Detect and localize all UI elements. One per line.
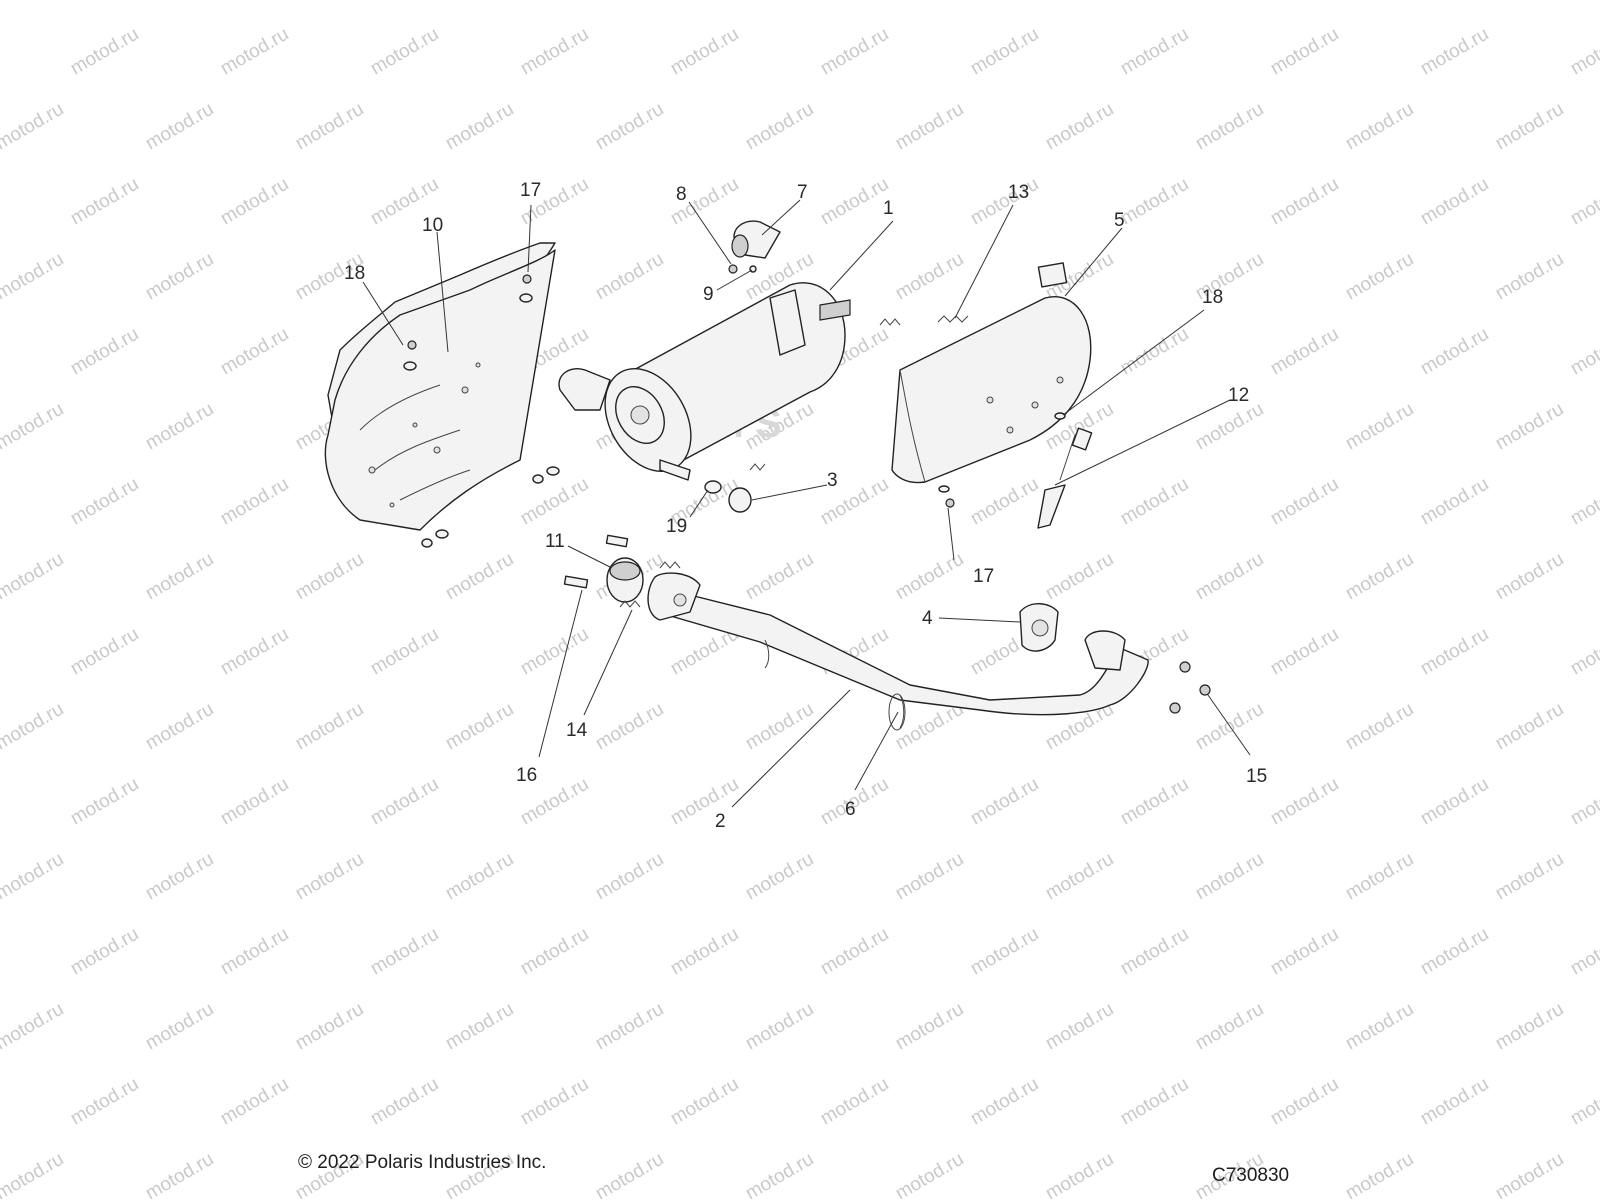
gasket-4	[1019, 603, 1059, 652]
callout-16: 16	[516, 765, 537, 786]
callout-11: 11	[545, 531, 565, 552]
callout-18-right: 18	[1202, 287, 1223, 308]
callout-2: 2	[715, 811, 726, 832]
nuts-shield	[421, 466, 560, 548]
callout-6: 6	[845, 799, 856, 820]
oxygen-sensor	[1037, 427, 1093, 529]
exhaust-pipe	[647, 572, 1149, 729]
callout-8: 8	[676, 184, 687, 205]
muffler	[558, 282, 851, 481]
bolt-8	[728, 264, 738, 274]
spring-13	[937, 315, 969, 323]
nut-17b	[938, 485, 955, 508]
callout-4: 4	[922, 608, 933, 629]
bolt-11	[605, 534, 629, 548]
tailpipe-tip	[731, 220, 781, 259]
nut-18a	[403, 340, 417, 371]
callout-5: 5	[1114, 210, 1125, 231]
callouts: 1 2 3 4 5 6 7 8 9 10 11 12 13 14 15 16 1…	[344, 180, 1267, 832]
callout-17-top: 17	[520, 180, 541, 201]
callout-3: 3	[827, 470, 838, 491]
callout-18-left: 18	[344, 263, 365, 284]
nut-17a	[519, 274, 533, 303]
callout-14: 14	[566, 720, 588, 741]
callout-13: 13	[1008, 182, 1029, 203]
callout-9: 9	[703, 284, 714, 305]
heat-shield-right	[891, 262, 1092, 484]
grommet-3	[728, 487, 752, 513]
copyright-notice: © 2022 Polaris Industries Inc.	[298, 1152, 547, 1173]
clamp-6	[888, 693, 906, 731]
washer-19	[704, 480, 722, 494]
callout-7: 7	[797, 182, 808, 203]
callout-1: 1	[883, 198, 894, 219]
leader-lines	[362, 199, 1251, 808]
callout-17-bottom: 17	[973, 566, 994, 587]
clamp-11	[606, 557, 644, 603]
callout-10: 10	[422, 215, 443, 236]
callout-15: 15	[1246, 766, 1267, 787]
callout-19: 19	[666, 516, 687, 537]
bolt-16	[563, 575, 589, 589]
spring-14	[619, 561, 681, 608]
drawing-code: C730830	[1212, 1165, 1290, 1186]
washer-18b	[1054, 412, 1066, 420]
heat-shield-left	[324, 242, 556, 531]
bolts-15	[1169, 661, 1211, 714]
spring-muffler	[749, 318, 901, 471]
callout-12: 12	[1228, 385, 1249, 406]
